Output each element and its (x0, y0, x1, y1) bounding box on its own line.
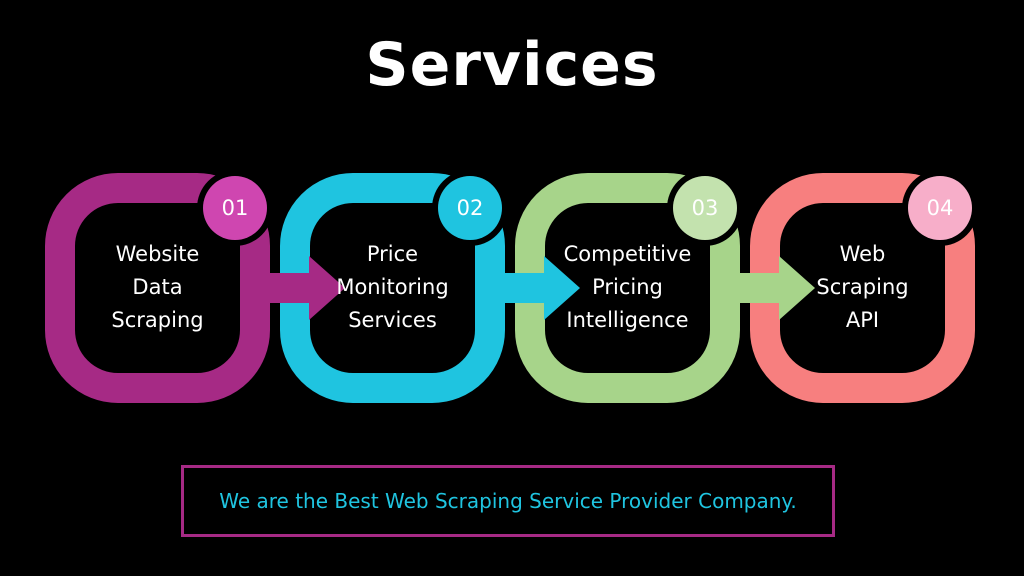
step-label-line: Scraping (816, 275, 909, 299)
step-label-line: Competitive (563, 242, 692, 266)
step-label-line: Data (132, 275, 183, 299)
step-label-line: Monitoring (336, 275, 449, 299)
step-label-line: Scraping (111, 308, 204, 332)
connector-arrow-2 (482, 256, 580, 320)
step-label-1: Website Data Scraping (78, 238, 238, 337)
step-label-line: Website (115, 242, 200, 266)
step-label-line: Price (366, 242, 419, 266)
step-badge-2 (438, 176, 502, 240)
step-label-line: Web (839, 242, 886, 266)
step-badges (197, 170, 978, 246)
step-number-1: 01 (221, 196, 249, 220)
step-badge-1 (203, 176, 267, 240)
connector-arrow-1 (247, 256, 345, 320)
step-number-2: 02 (456, 196, 484, 220)
step-label-line: API (845, 308, 880, 332)
step-label-3: Competitive Pricing Intelligence (548, 238, 708, 337)
step-label-line: Services (348, 308, 437, 332)
step-arrows (247, 256, 815, 320)
connector-arrow-3 (717, 256, 815, 320)
step-label-line: Pricing (592, 275, 663, 299)
step-number-4: 04 (926, 196, 954, 220)
slide-title: Services (365, 30, 659, 100)
step-label-4: Web Scraping API (783, 238, 943, 337)
step-badge-3 (673, 176, 737, 240)
tagline-box: We are the Best Web Scraping Service Pro… (181, 465, 835, 537)
step-label-line: Intelligence (566, 308, 689, 332)
step-badge-4 (908, 176, 972, 240)
step-number-3: 03 (691, 196, 719, 220)
step-label-2: Price Monitoring Services (313, 238, 473, 337)
tagline-text: We are the Best Web Scraping Service Pro… (219, 489, 797, 513)
